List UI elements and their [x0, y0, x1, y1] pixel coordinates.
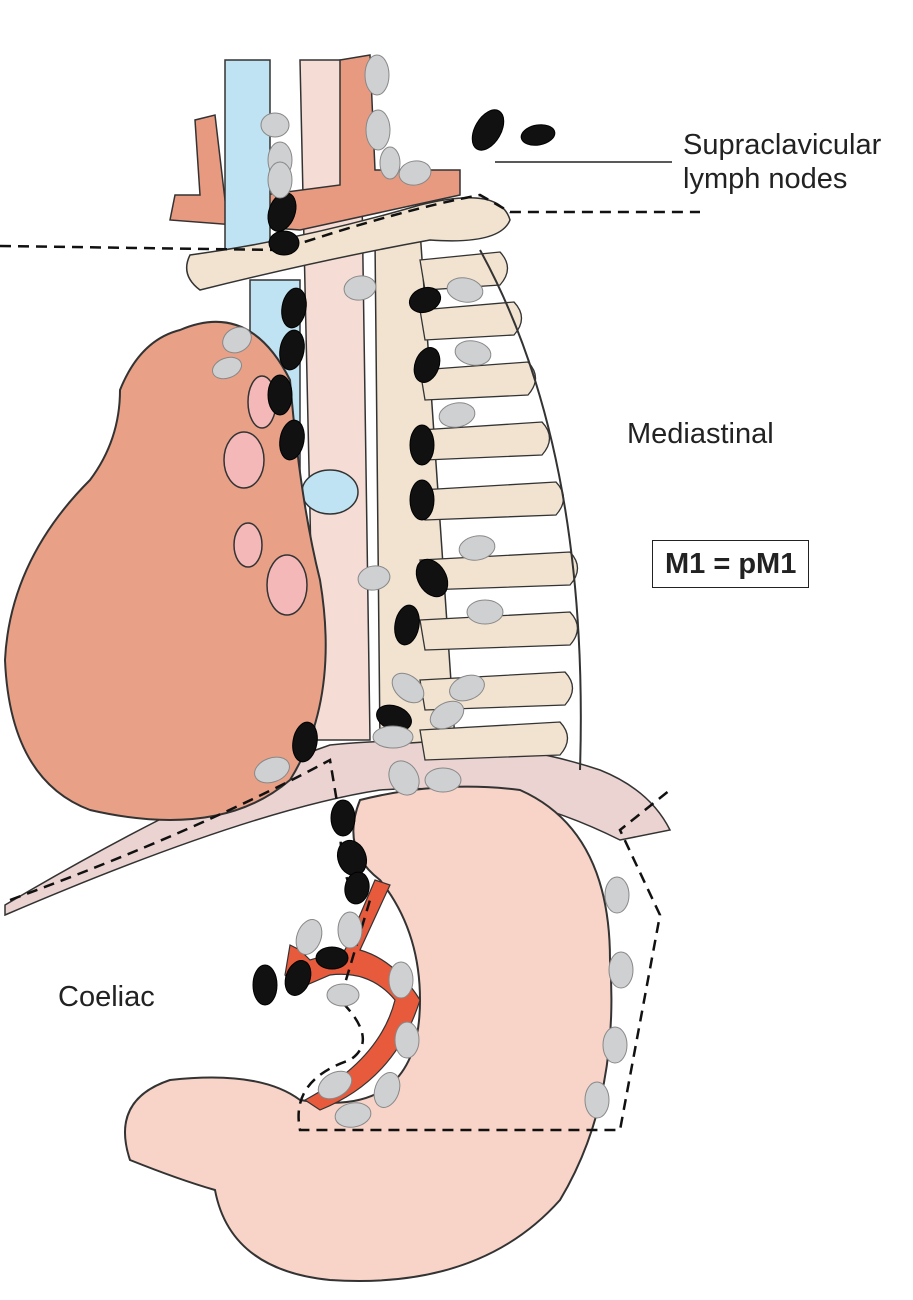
- normal-lymph-node: [373, 1072, 401, 1108]
- involved-lymph-node: [252, 964, 278, 1006]
- normal-lymph-node: [254, 756, 290, 784]
- normal-lymph-node: [466, 599, 504, 625]
- normal-lymph-node: [429, 700, 465, 730]
- involved-lymph-node: [284, 960, 312, 996]
- normal-lymph-node: [602, 1026, 628, 1064]
- supraclavicular-label-line2: lymph nodes: [683, 163, 848, 195]
- coeliac-label: Coeliac: [58, 981, 155, 1013]
- normal-lymph-node: [454, 340, 492, 366]
- normal-lymph-node: [388, 760, 420, 796]
- normal-lymph-node: [446, 277, 484, 303]
- rib: [419, 421, 551, 461]
- rib: [419, 721, 569, 761]
- normal-lymph-node: [608, 951, 634, 989]
- supraclavicular-label: Supraclavicular lymph nodes: [683, 128, 881, 196]
- clavicle: [185, 196, 511, 291]
- rib: [419, 481, 565, 521]
- normal-lymph-node: [458, 535, 496, 561]
- ribs: [419, 251, 579, 761]
- normal-lymph-node: [343, 275, 377, 301]
- normal-lymph-node: [211, 356, 243, 380]
- involved-lymph-node: [267, 374, 293, 416]
- normal-lymph-node: [388, 961, 414, 999]
- normal-lymph-node: [222, 326, 252, 354]
- involved-lymph-node: [292, 721, 318, 763]
- normal-lymph-node: [317, 1070, 353, 1100]
- normal-lymph-node: [391, 672, 425, 704]
- normal-lymph-node: [449, 674, 485, 702]
- involved-lymph-node: [413, 347, 441, 383]
- normal-lymph-node: [295, 919, 323, 955]
- normal-lymph-node: [372, 725, 414, 749]
- normal-lymph-node: [379, 146, 401, 180]
- normal-lymph-node: [364, 54, 390, 96]
- rib: [419, 301, 523, 341]
- involved-lymph-node: [415, 558, 449, 598]
- involved-lymph-node: [394, 604, 420, 646]
- involved-lymph-node: [409, 479, 435, 521]
- normal-lymph-node: [337, 911, 363, 949]
- normal-lymph-node: [267, 161, 293, 199]
- supraclavicular-label-line1: Supraclavicular: [683, 129, 882, 161]
- rib-cage-edge: [479, 249, 582, 771]
- involved-lymph-node: [471, 109, 505, 151]
- involved-lymph-node: [267, 192, 297, 232]
- involved-lymph-node: [409, 424, 435, 466]
- stomach: [124, 785, 613, 1282]
- normal-lymph-node: [357, 565, 391, 591]
- involved-lymph-node: [408, 286, 442, 314]
- involved-lymph-node: [344, 871, 370, 905]
- heart-vessels: [223, 375, 308, 616]
- involved-lymph-node: [279, 419, 305, 461]
- involved-lymph-node: [315, 946, 349, 970]
- normal-lymph-node: [334, 1102, 372, 1128]
- involved-lymph-node: [268, 230, 300, 256]
- normal-lymph-node: [604, 876, 630, 914]
- supraclavicular-boundary: [0, 193, 700, 252]
- normal-lymph-node: [394, 1021, 420, 1059]
- involved-lymph-node: [330, 799, 356, 837]
- rib: [419, 611, 579, 651]
- involved-lymph-node: [520, 124, 556, 146]
- normal-lymph-node: [438, 402, 476, 428]
- normal-lymph-node: [260, 112, 290, 138]
- staging-box: M1 = pM1: [652, 540, 810, 588]
- involved-lymph-node: [281, 287, 307, 329]
- normal-lymph-node: [424, 767, 462, 793]
- normal-lymph-node: [365, 109, 391, 151]
- involved-lymph-node: [279, 329, 305, 371]
- normal-lymph-node: [326, 983, 360, 1007]
- normal-lymph-node: [398, 160, 432, 186]
- lymph-nodes: [211, 54, 634, 1128]
- normal-lymph-node: [584, 1081, 610, 1119]
- mediastinal-label: Mediastinal: [627, 418, 774, 450]
